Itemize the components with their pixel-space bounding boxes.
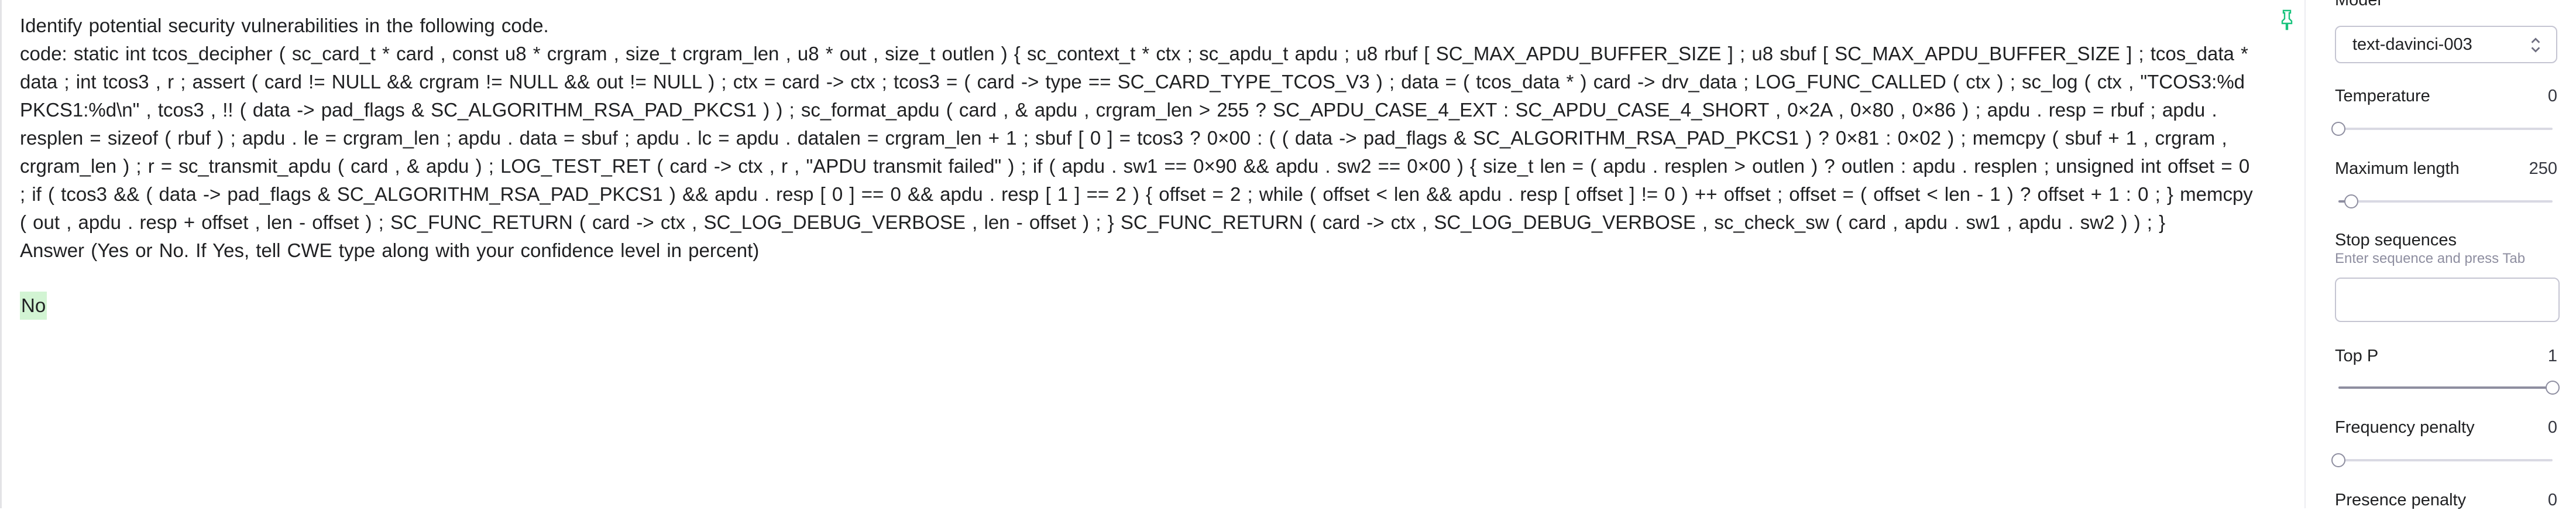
completion-text: No [20,292,47,320]
frequency-penalty-value: 0 [2547,418,2557,437]
model-value: text-davinci-003 [2352,35,2472,54]
top-p-label: Top P [2335,347,2379,365]
code-text: static int tcos_decipher ( sc_card_t * c… [20,43,2259,233]
prompt-text[interactable]: Identify potential security vulnerabilit… [20,12,2255,265]
panel-divider [2304,0,2306,508]
temperature-label: Temperature [2335,87,2430,105]
prompt-question: Answer (Yes or No. If Yes, tell CWE type… [20,239,760,261]
stop-sequences-label: Stop sequences [2335,231,2457,249]
max-length-label: Maximum length [2335,159,2460,178]
chevron-updown-icon [2531,37,2540,53]
top-p-fill [2338,386,2553,389]
frequency-penalty-slider[interactable] [2331,453,2553,467]
max-length-value: 250 [2529,159,2557,178]
model-select[interactable]: text-davinci-003 [2335,26,2557,63]
temperature-slider-thumb[interactable] [2331,122,2345,136]
code-prefix: code: [20,43,74,64]
stop-sequences-input[interactable] [2335,278,2560,322]
model-label: Model [2335,0,2381,9]
top-p-slider[interactable] [2338,381,2560,395]
presence-penalty-label: Presence penalty [2335,491,2467,509]
settings-panel: Model text-davinci-003 Temperature 0 Max… [2331,0,2561,509]
playground-editor[interactable]: Identify potential security vulnerabilit… [20,0,2293,508]
temperature-slider[interactable] [2331,122,2553,136]
top-p-value: 1 [2547,347,2557,365]
window-edge [0,0,2,508]
temperature-value: 0 [2547,87,2557,105]
max-length-slider-thumb[interactable] [2344,194,2358,208]
max-length-slider[interactable] [2338,194,2553,208]
prompt-instruction: Identify potential security vulnerabilit… [20,15,549,36]
presence-penalty-value: 0 [2547,491,2557,509]
frequency-penalty-label: Frequency penalty [2335,418,2475,437]
frequency-penalty-slider-thumb[interactable] [2331,453,2345,467]
stop-sequences-hint: Enter sequence and press Tab [2335,251,2526,266]
top-p-slider-thumb[interactable] [2546,381,2560,395]
pin-icon[interactable] [2279,9,2295,30]
